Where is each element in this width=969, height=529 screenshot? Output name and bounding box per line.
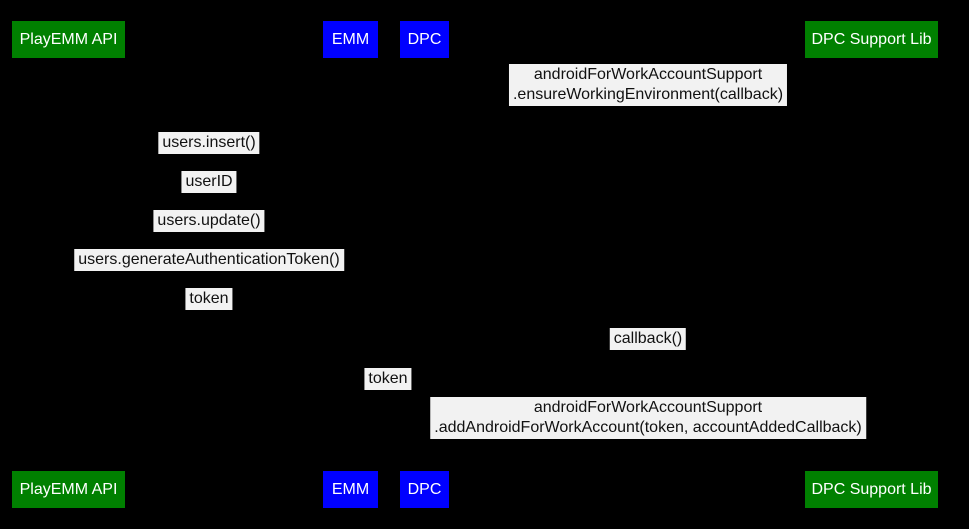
actor-playemm-api-bottom: PlayEMM API [12,471,125,508]
message-token-return: token [185,288,233,310]
actor-playemm-api-top: PlayEMM API [12,21,125,58]
message-userid: userID [181,171,237,193]
message-users-update: users.update() [153,210,265,232]
message-line: userID [185,173,233,190]
actor-emm-top: EMM [323,21,378,58]
message-ensure-working-environment: androidForWorkAccountSupport .ensureWork… [508,64,788,106]
actor-dpc-top: DPC [400,21,449,58]
actor-dpc-support-lib-bottom: DPC Support Lib [805,471,938,508]
message-line: users.insert() [162,134,256,151]
message-line: token [368,370,408,387]
message-line: callback() [613,330,683,347]
message-users-insert: users.insert() [158,132,260,154]
message-token: token [364,368,412,390]
message-line: token [189,290,229,307]
message-generate-authentication-token: users.generateAuthenticationToken() [74,249,344,271]
message-line: .ensureWorkingEnvironment(callback) [512,86,784,103]
message-line: users.update() [157,212,261,229]
lifeline-emm [350,58,351,471]
message-line: users.generateAuthenticationToken() [78,251,340,268]
lifeline-dpc [424,58,425,471]
actor-dpc-bottom: DPC [400,471,449,508]
actor-emm-bottom: EMM [323,471,378,508]
message-line: androidForWorkAccountSupport [533,66,763,83]
message-line: androidForWorkAccountSupport [533,399,763,416]
lifeline-dpc-support-lib [871,58,872,471]
message-line: .addAndroidForWorkAccount(token, account… [434,419,862,436]
message-add-android-for-work-account: androidForWorkAccountSupport .addAndroid… [430,397,866,439]
lifeline-playemm-api [68,58,69,471]
message-callback: callback() [609,328,687,350]
actor-dpc-support-lib-top: DPC Support Lib [805,21,938,58]
